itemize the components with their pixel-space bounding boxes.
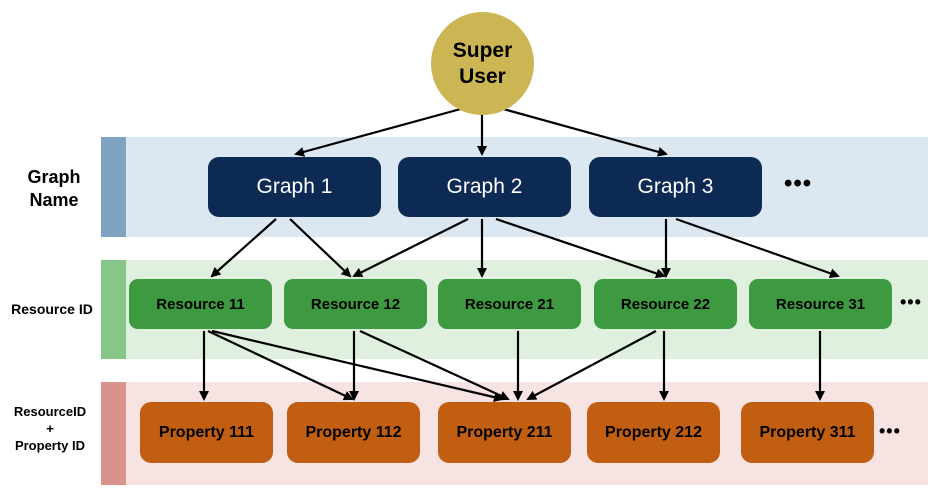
resource-node-21: Resource 21 [438, 279, 581, 329]
resource-node-12: Resource 12 [284, 279, 427, 329]
resource-node-22: Resource 22 [594, 279, 737, 329]
edge-graph3-res31 [675, 217, 840, 279]
property-ellipsis: ••• [879, 421, 901, 441]
graph-name-band-marker [101, 137, 126, 237]
graph-node-2: Graph 2 [398, 157, 571, 217]
graph-ellipsis: ••• [784, 170, 813, 197]
property-node-212: Property 212 [587, 402, 720, 463]
resource-id-band-marker [101, 260, 126, 359]
property-node-311: Property 311 [741, 402, 874, 463]
edge-super-graph3 [495, 105, 668, 157]
edge-graph1-res11 [210, 218, 277, 278]
property-label-line-3: Property ID [14, 437, 86, 453]
graph-node-3: Graph 3 [589, 157, 762, 217]
edge-graph2-res22 [495, 217, 666, 279]
super-user-node: Super User [431, 12, 534, 115]
edge-res11-prop112 [207, 330, 354, 401]
edge-super-graph1 [294, 105, 469, 157]
edge-res12-prop211 [359, 330, 510, 401]
property-label-line-1: ResourceID [13, 404, 87, 419]
resource-node-31: Resource 31 [749, 279, 892, 329]
edge-res22-prop211 [526, 330, 657, 400]
property-id-row-label: ResourceID + Property ID [0, 404, 100, 455]
graph-node-1: Graph 1 [208, 157, 381, 217]
property-node-211: Property 211 [438, 402, 571, 463]
graph-name-row-label: Graph Name [27, 167, 81, 210]
property-node-112: Property 112 [287, 402, 420, 463]
resource-node-11: Resource 11 [129, 279, 272, 329]
edge-res11-prop211 [211, 329, 504, 403]
property-node-111: Property 111 [140, 402, 273, 463]
edge-graph2-res12 [352, 218, 469, 277]
property-label-line-2: + [46, 420, 54, 436]
edge-graph1-res12 [289, 218, 352, 278]
property-id-band-marker [101, 382, 126, 485]
resource-ellipsis: ••• [900, 292, 922, 312]
resource-id-row-label: Resource ID [11, 301, 93, 317]
